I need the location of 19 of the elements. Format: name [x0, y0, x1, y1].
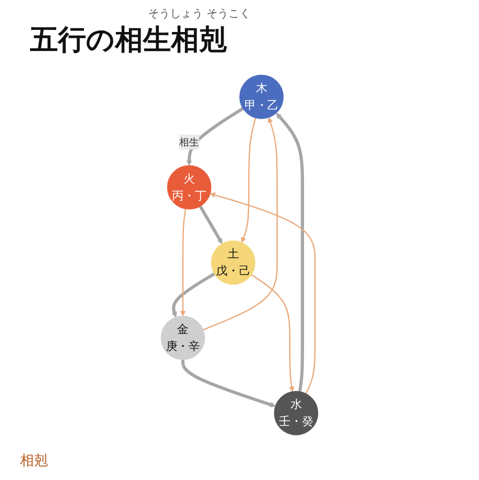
note-label: 相剋: [20, 452, 48, 470]
node-circle: 水 壬・癸: [274, 390, 318, 436]
node-circle: 土 戊・己: [211, 240, 256, 285]
arrow: [180, 208, 186, 316]
arrow: [210, 192, 316, 394]
node-circle: 火 丙・丁: [167, 165, 212, 210]
edge-label: 相生: [179, 136, 200, 148]
arrow: [240, 118, 256, 243]
arrow: [181, 360, 276, 408]
arrow: [276, 112, 304, 392]
node-circle: 金 庚・辛: [160, 316, 206, 360]
arrow: [198, 205, 222, 244]
arrow: [251, 274, 294, 392]
arrow: [202, 117, 278, 330]
furigana-text: そうしょう そうこく: [148, 6, 250, 21]
title: 五行の相生相剋: [30, 22, 228, 58]
arrow: [186, 107, 244, 166]
node-circle: 木 甲・乙: [239, 74, 284, 120]
arrow: [172, 272, 216, 318]
